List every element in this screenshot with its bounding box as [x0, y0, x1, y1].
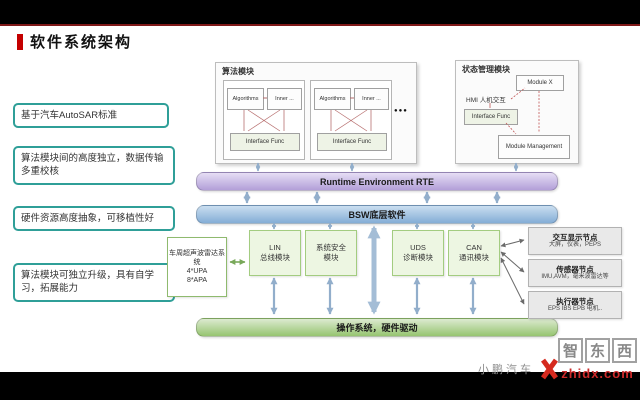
submodule-arrows: [330, 97, 372, 132]
state-arrows: [489, 87, 540, 135]
zhidx-watermark: 智 东 西 zhidx.com: [558, 338, 637, 381]
zhidx-char: 智: [558, 338, 583, 363]
node-desc: EPS IBS EPB 电机..: [547, 305, 603, 312]
module-uds-diagnosis: UDS 诊断模块: [392, 230, 444, 276]
zhidx-char: 东: [585, 338, 610, 363]
top-letterbox: [0, 0, 640, 24]
node-sensor: 传感器节点 IMU,AVM，毫米波雷达等: [528, 259, 622, 287]
node-desc: 大屏，仪表，PEPS: [548, 241, 601, 248]
module-label: 模块: [323, 253, 339, 262]
node-display: 交互显示节点 大屏，仪表，PEPS: [528, 227, 622, 255]
algorithms-box: Algorithms: [314, 88, 351, 110]
ultrasonic-name: 车周超声波雷达系统: [169, 249, 225, 266]
zhidx-characters: 智 东 西: [558, 338, 637, 363]
submodule-arrows: [243, 97, 285, 132]
zhidx-char: 西: [612, 338, 637, 363]
module-label: 通讯模块: [459, 253, 489, 262]
algorithm-submodule: Algorithms Inner ... Interface Func: [223, 80, 305, 160]
more-modules-ellipsis: ●●●: [394, 108, 408, 114]
note-independence: 算法模块间的高度独立，数据传输多重校核: [13, 146, 175, 185]
inner-box: Inner ...: [267, 88, 302, 110]
note-autosar: 基于汽车AutoSAR标准: [13, 103, 169, 129]
ultrasonic-spec: 4*UPA: [186, 268, 208, 275]
os-layer-bar: 操作系统，硬件驱动: [196, 318, 558, 337]
interface-func-box: Interface Func: [317, 133, 387, 151]
inner-box: Inner ...: [354, 88, 389, 110]
slide-header: 软件系统架构: [17, 31, 132, 52]
brand-logo: 小鹏汽车: [478, 358, 559, 380]
module-label: 系统安全: [316, 242, 346, 252]
algorithm-module-panel: 算法模块 Algorithms Inner ... Interface Func…: [215, 62, 417, 164]
note-abstraction: 硬件资源高度抽象，可移植性好: [13, 206, 175, 232]
module-management-box: Module Management: [498, 135, 570, 159]
module-can-comm: CAN 通讯模块: [448, 230, 500, 276]
node-title: 执行器节点: [556, 296, 594, 306]
note-upgrade: 算法模块可独立升级，具有自学习，拓展能力: [13, 263, 175, 302]
module-label: UDS: [410, 242, 426, 252]
module-lin-bus: LIN 总线模块: [249, 230, 301, 276]
state-management-panel: 状态管理模块 Module X HMI 人机交互 Interface Func …: [455, 60, 579, 164]
module-label: CAN: [466, 242, 482, 252]
algorithm-submodule: Algorithms Inner ... Interface Func: [310, 80, 392, 160]
node-title: 交互显示节点: [552, 232, 598, 242]
node-title: 传感器节点: [556, 264, 594, 274]
red-divider-line: [0, 24, 640, 26]
bsw-layer-bar: BSW底层软件: [196, 205, 558, 224]
module-label: 诊断模块: [403, 253, 433, 262]
xpeng-x-icon: [539, 358, 559, 380]
node-desc: IMU,AVM，毫米波雷达等: [541, 273, 609, 280]
rte-layer-bar: Runtime Environment RTE: [196, 172, 558, 191]
state-module-title: 状态管理模块: [462, 65, 510, 74]
ultrasonic-spec: 8*APA: [186, 277, 208, 285]
page-title: 软件系统架构: [30, 34, 133, 51]
title-accent-bar: [17, 33, 23, 50]
module-label: 总线模块: [260, 253, 290, 262]
ultrasonic-radar-box: 车周超声波雷达系统 4*UPA 8*APA: [167, 237, 227, 297]
node-actuator: 执行器节点 EPS IBS EPB 电机..: [528, 291, 622, 319]
module-system-safety: 系统安全 模块: [305, 230, 357, 276]
zhidx-site-text: zhidx.com: [561, 366, 634, 381]
interface-func-box: Interface Func: [464, 109, 518, 125]
module-label: LIN: [269, 242, 281, 252]
module-x-box: Module X: [516, 75, 564, 91]
bottom-letterbox: [0, 372, 640, 400]
brand-text: 小鹏汽车: [478, 364, 534, 376]
algorithms-box: Algorithms: [227, 88, 264, 110]
hmi-label: HMI 人机交互: [466, 97, 506, 104]
algorithm-module-title: 算法模块: [222, 67, 254, 76]
interface-func-box: Interface Func: [230, 133, 300, 151]
